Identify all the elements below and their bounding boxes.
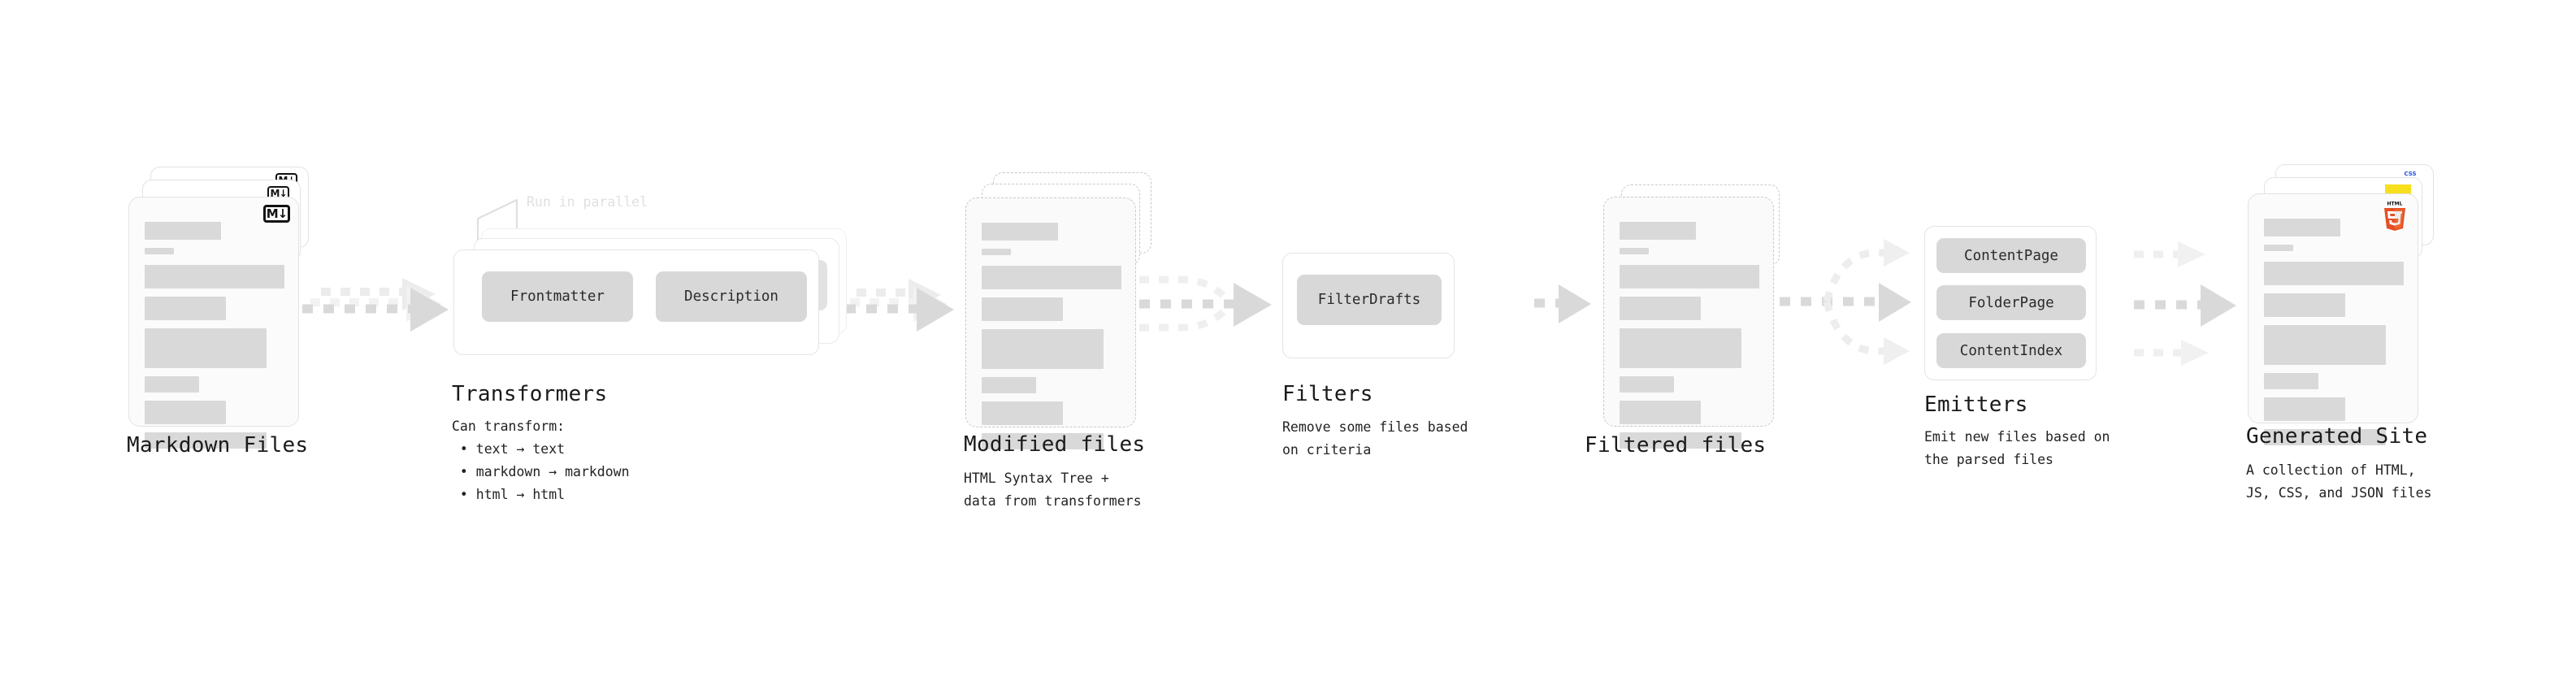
arrow-modified-to-filters xyxy=(1139,275,1272,332)
css-icon: CSS xyxy=(2404,171,2417,177)
doc-bar xyxy=(982,329,1104,369)
generated-site-description: A collection of HTML, JS, CSS, and JSON … xyxy=(2246,462,2432,501)
doc-skeleton xyxy=(1620,222,1759,457)
site-card-html: HTML xyxy=(2248,193,2418,445)
modified-card-front xyxy=(965,197,1136,449)
doc-skeleton xyxy=(2264,219,2404,453)
arrow-markdown-to-transformers xyxy=(302,278,449,332)
doc-bar xyxy=(982,377,1036,393)
doc-bar xyxy=(2264,397,2345,421)
doc-bar xyxy=(2264,325,2386,365)
doc-bar xyxy=(145,265,284,288)
markdown-icon: M↓ xyxy=(267,186,289,200)
filtered-card-front xyxy=(1603,197,1774,449)
page-title-markdown-files: Markdown Files xyxy=(127,433,309,458)
doc-bar xyxy=(982,433,1104,449)
filters-group: FilterDrafts xyxy=(1282,253,1455,358)
doc-bar xyxy=(1620,432,1741,449)
modified-files-description: HTML Syntax Tree + data from transformer… xyxy=(964,471,1142,509)
doc-bar xyxy=(2264,245,2293,251)
arrow-emitters-to-site xyxy=(2134,241,2236,366)
doc-bar xyxy=(1620,248,1649,254)
doc-bar xyxy=(2264,373,2318,389)
doc-bar xyxy=(2264,219,2340,236)
emitters-description: Emit new files based on the parsed files xyxy=(1924,429,2110,467)
page-title-transformers: Transformers xyxy=(452,382,608,406)
transformer-group-front: Frontmatter Description xyxy=(453,249,819,355)
doc-bar xyxy=(982,223,1058,241)
doc-bar xyxy=(982,401,1063,425)
doc-bar xyxy=(982,266,1121,289)
filters-description: Remove some files based on criteria xyxy=(1282,419,1468,458)
markdown-icon: M↓ xyxy=(263,205,290,223)
doc-bar xyxy=(145,432,267,449)
page-title-generated-site: Generated Site xyxy=(2246,424,2428,449)
doc-skeleton xyxy=(982,223,1121,458)
page-title-modified-files: Modified files xyxy=(964,432,1146,457)
emitter-chip-contentpage[interactable]: ContentPage xyxy=(1936,238,2086,273)
page-title-filters: Filters xyxy=(1282,382,1373,406)
doc-bar xyxy=(145,297,226,320)
doc-bar xyxy=(145,328,267,368)
page-title-filtered-files: Filtered files xyxy=(1585,433,1767,458)
run-in-parallel-label: Run in parallel xyxy=(527,194,648,210)
doc-bar xyxy=(1620,328,1741,368)
doc-bar xyxy=(2264,293,2345,317)
doc-bar xyxy=(1620,297,1701,320)
emitters-group: ContentPage FolderPage ContentIndex xyxy=(1924,226,2097,380)
transformer-chip-frontmatter[interactable]: Frontmatter xyxy=(482,271,633,322)
transformers-description: Can transform: • text → text • markdown … xyxy=(452,419,630,502)
doc-bar xyxy=(1620,265,1759,288)
transformer-chip-description[interactable]: Description xyxy=(656,271,807,322)
doc-bar xyxy=(1620,401,1701,424)
doc-bar xyxy=(982,297,1063,321)
doc-bar xyxy=(1620,376,1674,393)
doc-bar xyxy=(145,376,199,393)
doc-bar xyxy=(2264,262,2404,285)
html5-icon: HTML xyxy=(2384,202,2405,231)
svg-text:HTML: HTML xyxy=(2387,202,2403,207)
doc-bar xyxy=(982,249,1011,255)
emitter-chip-folderpage[interactable]: FolderPage xyxy=(1936,285,2086,320)
page-title-emitters: Emitters xyxy=(1924,393,2028,417)
arrow-filtered-to-emitters xyxy=(1780,239,1911,365)
doc-bar xyxy=(1620,222,1696,240)
doc-bar xyxy=(2264,429,2386,445)
doc-bar xyxy=(145,248,174,254)
filter-chip-filterdrafts[interactable]: FilterDrafts xyxy=(1297,275,1442,325)
doc-bar xyxy=(145,401,226,424)
doc-bar xyxy=(145,222,221,240)
doc-skeleton xyxy=(145,222,284,457)
arrow-filters-to-filtered xyxy=(1534,284,1591,323)
emitter-chip-contentindex[interactable]: ContentIndex xyxy=(1936,333,2086,368)
markdown-card-front: M↓ xyxy=(128,197,299,449)
